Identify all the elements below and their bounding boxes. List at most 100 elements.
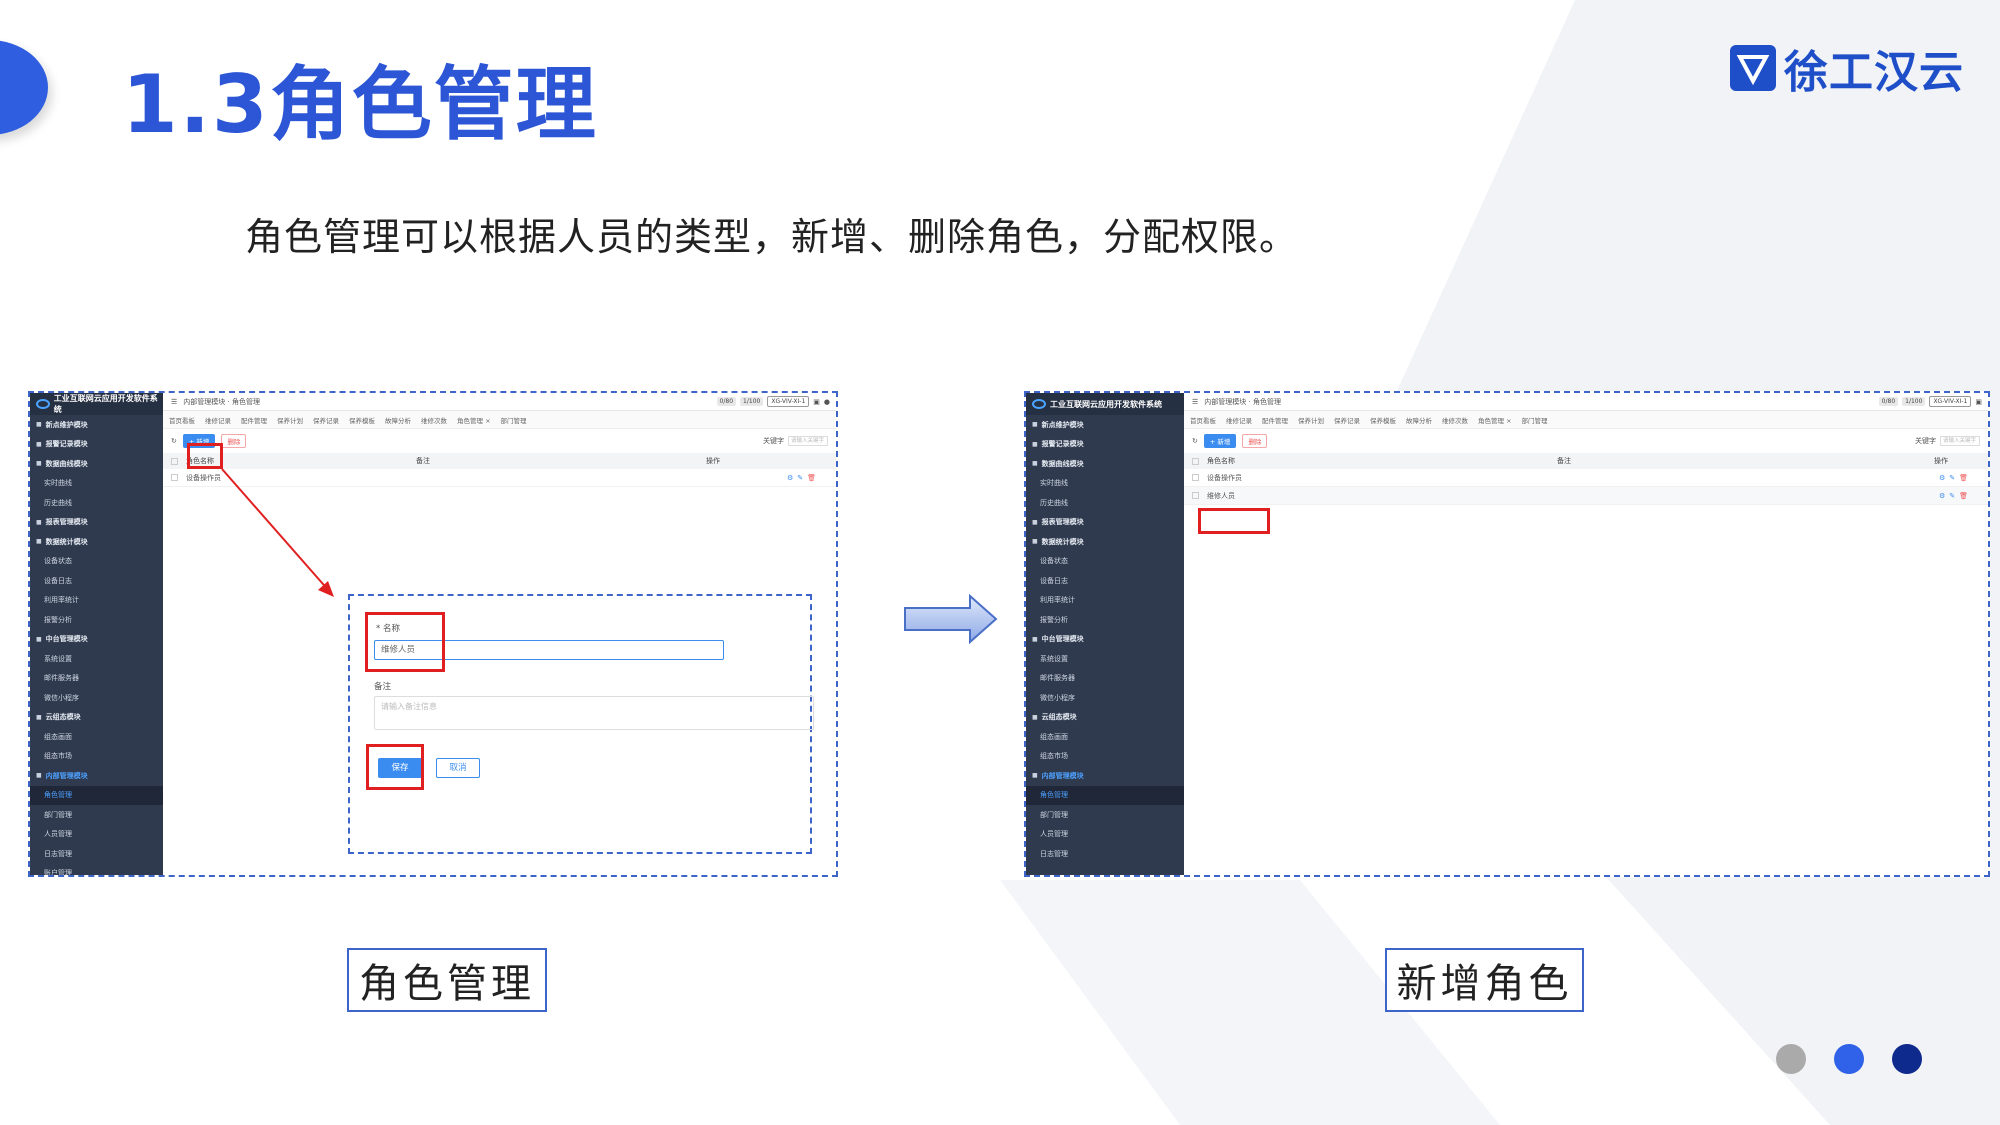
sidebar-item[interactable]: 系统设置	[44, 654, 72, 663]
refresh-icon[interactable]: ↻	[171, 437, 177, 445]
trash-icon[interactable]: 🗑	[1959, 491, 1968, 500]
keyword-search-input[interactable]: 请输入关键字	[1940, 436, 1980, 446]
page-tab[interactable]: 维修次数	[421, 416, 447, 425]
page-tab[interactable]: 角色管理 ×	[1478, 416, 1512, 425]
sidebar-item[interactable]: 部门管理	[1040, 810, 1068, 819]
sidebar-item[interactable]: 组态画面	[1040, 732, 1068, 741]
page-tab[interactable]: 保养模板	[349, 416, 375, 425]
page-tab[interactable]: 配件管理	[1262, 416, 1288, 425]
sidebar-item[interactable]: 组态画面	[44, 732, 72, 741]
remark-textarea[interactable]: 请输入备注信息	[374, 696, 814, 730]
sidebar-item[interactable]: 角色管理	[30, 785, 163, 805]
settings-icon[interactable]: ⚙	[786, 473, 794, 482]
sidebar-item[interactable]: 数据曲线模块	[30, 454, 163, 474]
sidebar-item[interactable]: 报警分析	[44, 615, 72, 624]
sidebar-item[interactable]: 数据曲线模块	[1026, 454, 1184, 474]
sidebar-item[interactable]: 微信小程序	[1040, 693, 1075, 702]
menu-toggle-icon[interactable]: ☰	[171, 397, 178, 406]
sidebar-item[interactable]: 日志管理	[1040, 849, 1068, 858]
sidebar-item[interactable]: 报警分析	[1040, 615, 1068, 624]
sidebar-item[interactable]: 报表管理模块	[30, 513, 163, 533]
sidebar-item[interactable]: 实时曲线	[1040, 479, 1068, 488]
table-row[interactable]: 设备操作员 ⚙ ✎ 🗑	[1184, 469, 1988, 487]
page-tab[interactable]: 维修记录	[205, 416, 231, 425]
sidebar-item[interactable]: 利用率统计	[44, 596, 79, 605]
trash-icon[interactable]: 🗑	[807, 473, 816, 482]
page-dot-2[interactable]	[1834, 1044, 1864, 1074]
page-tab[interactable]: 首页看板	[169, 416, 195, 425]
role-name-input[interactable]: 维修人员	[374, 640, 724, 660]
sidebar-item[interactable]: 设备日志	[44, 576, 72, 585]
sidebar-item[interactable]: 数据统计模块	[1026, 532, 1184, 552]
sidebar-item[interactable]: 云组态模块	[1026, 708, 1184, 728]
sidebar-item[interactable]: 报表管理模块	[1026, 513, 1184, 533]
page-tab[interactable]: 配件管理	[241, 416, 267, 425]
sidebar-item[interactable]: 内部管理模块	[30, 766, 163, 786]
page-tab[interactable]: 保养模板	[1370, 416, 1396, 425]
sidebar-item[interactable]: 新点维护模块	[1026, 415, 1184, 435]
sidebar-item[interactable]: 报警记录模块	[1026, 435, 1184, 455]
add-role-button[interactable]: + 新增	[1203, 434, 1237, 448]
keyword-search-input[interactable]: 请输入关键字	[788, 436, 828, 446]
fullscreen-icon[interactable]: ▣	[1975, 397, 1982, 406]
page-tab[interactable]: 保养计划	[1298, 416, 1324, 425]
row-checkbox[interactable]	[1192, 474, 1199, 481]
add-role-button[interactable]: + 新增	[182, 434, 216, 448]
sidebar-item[interactable]: 系统设置	[1040, 654, 1068, 663]
menu-toggle-icon[interactable]: ☰	[1192, 397, 1199, 406]
sidebar-item[interactable]: 历史曲线	[44, 498, 72, 507]
sidebar-item[interactable]: 利用率统计	[1040, 596, 1075, 605]
page-tab[interactable]: 角色管理 ×	[457, 416, 491, 425]
sidebar-item[interactable]: 日志管理	[44, 849, 72, 858]
delete-role-button[interactable]: 删除	[221, 434, 247, 448]
page-tab[interactable]: 部门管理	[500, 416, 527, 425]
page-dot-1[interactable]	[1776, 1044, 1806, 1074]
sidebar-item[interactable]: 微信小程序	[44, 693, 79, 702]
bell-icon[interactable]: ●	[823, 397, 830, 406]
sidebar-item[interactable]: 设备状态	[44, 557, 72, 566]
sidebar-item[interactable]: 实时曲线	[44, 479, 72, 488]
save-button[interactable]: 保存	[378, 758, 422, 778]
trash-icon[interactable]: 🗑	[1959, 473, 1968, 482]
sidebar-item[interactable]: 内部管理模块	[1026, 766, 1184, 786]
select-all-checkbox[interactable]	[171, 457, 178, 465]
sidebar-item[interactable]: 设备状态	[1040, 557, 1068, 566]
row-checkbox[interactable]	[171, 474, 178, 481]
cancel-button[interactable]: 取消	[436, 758, 480, 778]
page-tab[interactable]: 保养记录	[1334, 416, 1360, 425]
page-tab[interactable]: 首页看板	[1190, 416, 1216, 425]
settings-icon[interactable]: ⚙	[1938, 491, 1946, 500]
row-checkbox[interactable]	[1192, 492, 1199, 499]
sidebar-item[interactable]: 中台管理模块	[30, 630, 163, 650]
sidebar-item[interactable]: 新点维护模块	[30, 415, 163, 435]
delete-role-button[interactable]: 删除	[1242, 434, 1268, 448]
sidebar-item[interactable]: 组态市场	[44, 752, 72, 761]
page-dot-3[interactable]	[1892, 1044, 1922, 1074]
sidebar-item[interactable]: 数据统计模块	[30, 532, 163, 552]
table-row[interactable]: 设备操作员 ⚙ ✎ 🗑	[163, 469, 836, 487]
select-all-checkbox[interactable]	[1192, 457, 1199, 465]
page-tab[interactable]: 保养记录	[313, 416, 339, 425]
sidebar-item[interactable]: 报警记录模块	[30, 435, 163, 455]
page-tab[interactable]: 维修记录	[1226, 416, 1252, 425]
sidebar-item[interactable]: 角色管理	[1026, 785, 1184, 805]
sidebar-item[interactable]: 人员管理	[1040, 830, 1068, 839]
page-tab[interactable]: 故障分析	[385, 416, 411, 425]
edit-icon[interactable]: ✎	[1949, 473, 1956, 482]
sidebar-item[interactable]: 云组态模块	[30, 708, 163, 728]
settings-icon[interactable]: ⚙	[1938, 473, 1946, 482]
fullscreen-icon[interactable]: ▣	[813, 397, 820, 406]
sidebar-item[interactable]: 人员管理	[44, 830, 72, 839]
sidebar-item[interactable]: 邮件服务器	[1040, 674, 1075, 683]
sidebar-item[interactable]: 邮件服务器	[44, 674, 79, 683]
page-tab[interactable]: 维修次数	[1442, 416, 1468, 425]
sidebar-item[interactable]: 设备日志	[1040, 576, 1068, 585]
sidebar-item[interactable]: 历史曲线	[1040, 498, 1068, 507]
edit-icon[interactable]: ✎	[1949, 491, 1956, 500]
refresh-icon[interactable]: ↻	[1192, 437, 1198, 445]
sidebar-item[interactable]: 部门管理	[44, 810, 72, 819]
edit-icon[interactable]: ✎	[797, 473, 804, 482]
sidebar-item[interactable]: 组态市场	[1040, 752, 1068, 761]
sidebar-item[interactable]: 中台管理模块	[1026, 630, 1184, 650]
table-row[interactable]: 维修人员 ⚙ ✎ 🗑	[1184, 487, 1988, 505]
